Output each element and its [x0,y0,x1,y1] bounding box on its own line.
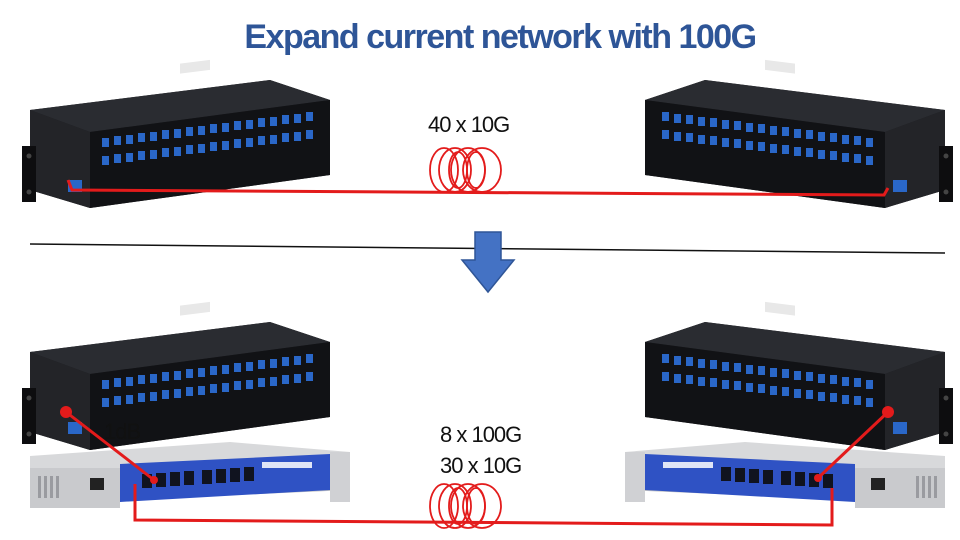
mux-bottom-right [645,301,953,450]
mux-top-right [645,59,953,209]
mux-bottom-left [22,301,330,450]
top-link-label: 40 x 10G [428,112,510,137]
bottom-link-label-10g: 30 x 10G [440,453,522,478]
fiber-link-top [66,179,890,197]
down-arrow-icon [460,231,516,294]
mux-top-left [22,59,330,209]
transponder-left [30,442,350,508]
fiber-link-bottom [65,410,890,527]
transponder-right [625,442,945,508]
loss-label: 1dB [104,419,141,444]
connector-dots [60,406,894,484]
bottom-link-label-100g: 8 x 100G [440,422,522,447]
fiber-spool-icon [429,147,502,193]
page-title: Expand current network with 100G [244,18,757,56]
